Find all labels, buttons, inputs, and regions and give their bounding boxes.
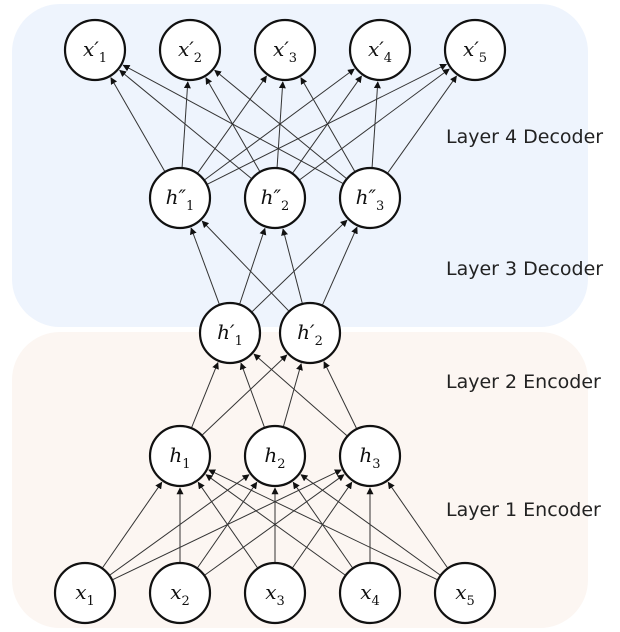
- node-circle: [433, 561, 497, 625]
- edge-input-5-to-encoder_hidden-3: [387, 481, 448, 568]
- node-circle: [348, 18, 412, 82]
- edge-decoder_hidden-3-to-output-2: [214, 69, 347, 179]
- node-encoder-hidden-3: h3: [338, 424, 402, 488]
- node-label: x′3: [273, 37, 297, 66]
- node-input-5: x5: [433, 561, 497, 625]
- node-circle: [148, 166, 212, 230]
- node-code-1: h′1: [198, 301, 262, 365]
- decoder-region: [12, 4, 588, 327]
- node-label: h″3: [356, 185, 385, 214]
- edge-code-2-to-decoder_hidden-2: [281, 228, 303, 304]
- layer-1-label: Layer 1 Encoder: [446, 499, 601, 521]
- edge-code-2-to-decoder_hidden-1: [201, 220, 289, 312]
- node-circle: [53, 561, 117, 625]
- edge-encoder_hidden-1-to-code-2: [202, 354, 288, 436]
- edge-code-1-to-decoder_hidden-2: [239, 227, 267, 304]
- node-input-3: x3: [243, 561, 307, 625]
- node-label: h′2: [297, 320, 323, 349]
- edge-code-1-to-decoder_hidden-1: [190, 227, 220, 305]
- node-label: x2: [170, 580, 190, 609]
- node-circle: [63, 18, 127, 82]
- edge-input-5-to-encoder_hidden-1: [208, 469, 438, 581]
- edge-encoder_hidden-2-to-code-1: [239, 362, 265, 428]
- node-circle: [443, 18, 507, 82]
- node-label: x′1: [83, 37, 107, 66]
- node-output-2: x′2: [158, 18, 222, 82]
- node-label: x′4: [368, 37, 392, 66]
- edge-input-5-to-encoder_hidden-2: [300, 474, 441, 576]
- layer-4-label: Layer 4 Decoder: [446, 126, 603, 148]
- node-output-3: x′3: [253, 18, 317, 82]
- node-code-2: h′2: [278, 301, 342, 365]
- node-circle: [243, 561, 307, 625]
- node-label: h3: [359, 443, 380, 472]
- node-circle: [148, 561, 212, 625]
- node-circle: [338, 424, 402, 488]
- node-circle: [338, 561, 402, 625]
- node-input-2: x2: [148, 561, 212, 625]
- edge-decoder_hidden-2-to-output-1: [119, 69, 252, 179]
- edge-decoder_hidden-3-to-output-1: [122, 64, 343, 184]
- node-circle: [158, 18, 222, 82]
- node-label: h″1: [166, 185, 195, 214]
- encoder-region: [12, 332, 588, 628]
- node-input-4: x4: [338, 561, 402, 625]
- node-circle: [253, 18, 317, 82]
- layer-3-label: Layer 3 Decoder: [446, 258, 603, 280]
- node-label: x1: [75, 580, 95, 609]
- node-label: h2: [264, 443, 285, 472]
- edge-input-1-to-encoder_hidden-1: [102, 481, 163, 568]
- node-circle: [243, 166, 307, 230]
- edge-encoder_hidden-3-to-code-1: [253, 353, 348, 436]
- node-label: h′1: [217, 320, 243, 349]
- node-encoder-hidden-2: h2: [243, 424, 307, 488]
- edge-encoder_hidden-2-to-code-2: [283, 363, 303, 427]
- node-circle: [243, 424, 307, 488]
- edge-decoder_hidden-3-to-output-3: [300, 77, 356, 172]
- nodes-group: x′1 x′2 x′3 x′4 x′5 h″1 h″2 h″3 h′1 h′2 h1 h2 h3 x1 x2…: [53, 18, 507, 625]
- edge-code-1-to-decoder_hidden-3: [251, 219, 348, 312]
- node-circle: [198, 301, 262, 365]
- node-output-5: x′5: [443, 18, 507, 82]
- node-output-1: x′1: [63, 18, 127, 82]
- node-label: h1: [169, 443, 190, 472]
- node-encoder-hidden-1: h1: [148, 424, 212, 488]
- node-circle: [148, 424, 212, 488]
- node-label: x3: [265, 580, 285, 609]
- edge-input-4-to-encoder_hidden-1: [205, 474, 346, 576]
- node-decoder-hidden-2: h″2: [243, 166, 307, 230]
- edge-decoder_hidden-3-to-output-4: [371, 81, 381, 168]
- edge-encoder_hidden-1-to-code-1: [191, 361, 219, 428]
- node-input-1: x1: [53, 561, 117, 625]
- node-output-4: x′4: [348, 18, 412, 82]
- node-label: x′2: [178, 37, 202, 66]
- layer-2-label: Layer 2 Encoder: [446, 371, 601, 393]
- edge-encoder_hidden-3-to-code-2: [323, 361, 357, 429]
- node-label: x′5: [463, 37, 487, 66]
- edge-decoder_hidden-3-to-output-5: [387, 75, 457, 173]
- edge-decoder_hidden-1-to-output-1: [110, 77, 166, 172]
- node-circle: [278, 301, 342, 365]
- node-decoder-hidden-1: h″1: [148, 166, 212, 230]
- node-circle: [338, 166, 402, 230]
- edges-group: [102, 63, 457, 581]
- node-label: x5: [455, 580, 475, 609]
- edge-code-2-to-decoder_hidden-3: [322, 226, 358, 305]
- node-label: x4: [360, 580, 380, 609]
- node-label: h″2: [261, 185, 290, 214]
- edge-input-3-to-encoder_hidden-1: [197, 481, 258, 568]
- node-decoder-hidden-3: h″3: [338, 166, 402, 230]
